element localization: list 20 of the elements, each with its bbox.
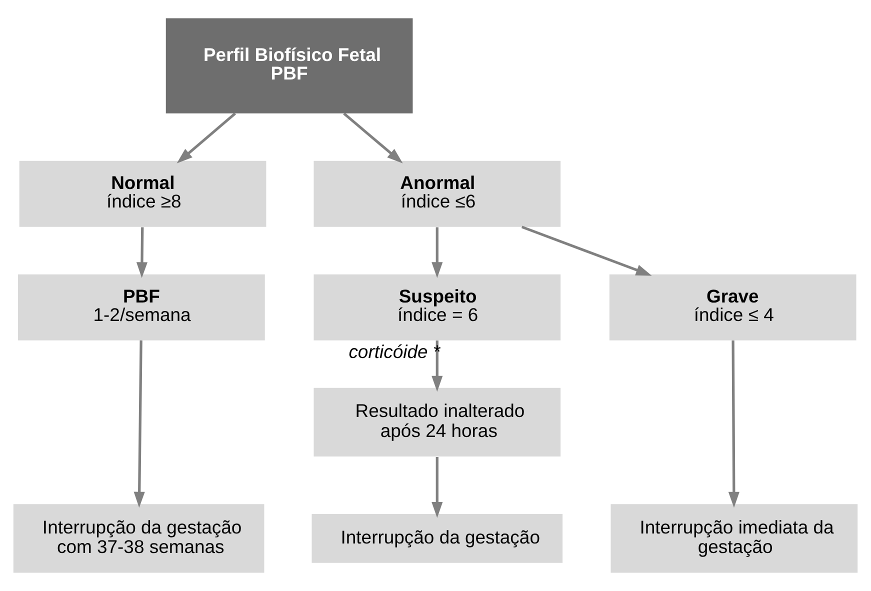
node-box: PBF 1-2/semana [18, 274, 265, 340]
arrow [432, 457, 443, 518]
node-box: Resultado inalterado após 24 horas [314, 388, 561, 457]
edge-label: corticóide * [348, 340, 440, 362]
arrow [136, 227, 148, 278]
arrow [432, 340, 443, 392]
arrow [343, 112, 403, 164]
node-box: Perfil Biofísico Fetal PBF [166, 18, 413, 114]
node-box: Anormal índice ≤6 [314, 160, 561, 227]
node-box: Grave índice ≤ 4 [609, 274, 856, 340]
node-box: Suspeito índice = 6 [314, 274, 561, 340]
arrow [728, 340, 740, 508]
arrow [176, 112, 236, 164]
arrow [432, 227, 443, 278]
arrow [134, 340, 145, 508]
arrow [521, 226, 652, 276]
node-box: Normal índice ≥8 [19, 160, 266, 227]
node-box: Interrupção imediata da gestação [610, 504, 858, 573]
node-box: Interrupção da gestação [312, 514, 563, 563]
node-box: Interrupção da gestação com 37-38 semanas [13, 504, 264, 573]
